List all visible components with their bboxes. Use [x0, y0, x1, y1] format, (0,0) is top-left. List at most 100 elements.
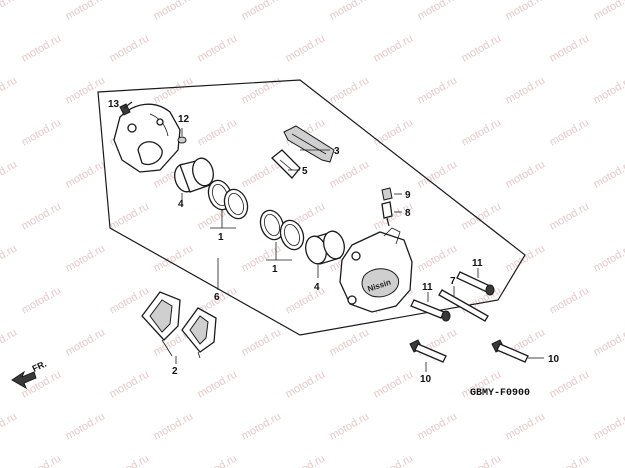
- callout-6: 6: [214, 292, 220, 303]
- watermark-text: motod.ru: [548, 368, 592, 400]
- watermark-text: motod.ru: [504, 74, 548, 106]
- brake-pads-2: [141, 291, 217, 359]
- watermark-text: motod.ru: [592, 410, 625, 442]
- piston-seals-1-upper: [207, 179, 249, 220]
- watermark-text: motod.ru: [328, 410, 372, 442]
- watermark-text: motod.ru: [240, 0, 284, 23]
- watermark-text: motod.ru: [20, 452, 64, 468]
- watermark-text: motod.ru: [416, 410, 460, 442]
- watermark-text: motod.ru: [592, 242, 625, 274]
- watermark-text: motod.ru: [152, 0, 196, 23]
- watermark-text: motod.ru: [0, 158, 19, 190]
- watermark-text: motod.ru: [460, 200, 504, 232]
- watermark-text: motod.ru: [0, 242, 19, 274]
- mounting-bolt-10-right: [491, 339, 529, 363]
- bleeder-valve-8: [381, 201, 393, 227]
- callout-9: 9: [405, 190, 411, 201]
- watermark-text: motod.ru: [460, 32, 504, 64]
- watermark-text: motod.ru: [20, 368, 64, 400]
- callout-10-left: 10: [420, 374, 432, 385]
- mounting-bolt-10-left: [409, 339, 447, 363]
- leader-lines: [175, 149, 544, 372]
- watermark-text: motod.ru: [240, 410, 284, 442]
- callout-8: 8: [405, 208, 411, 219]
- watermark-text: motod.ru: [64, 0, 108, 23]
- watermark-text: motod.ru: [328, 326, 372, 358]
- watermark-text: motod.ru: [64, 74, 108, 106]
- watermark-text: motod.ru: [20, 32, 64, 64]
- watermark-text: motod.ru: [328, 0, 372, 23]
- watermark-text: motod.ru: [548, 200, 592, 232]
- diagram-code: GBMY-F0900: [470, 388, 530, 399]
- callout-labels: 13 12 3 5 4 1 9 8 6 1 4 11 11 7 2 10 10: [108, 99, 560, 385]
- pin-bolt-11-upper: [456, 271, 495, 296]
- watermark-text: motod.ru: [64, 242, 108, 274]
- watermark-text: motod.ru: [504, 158, 548, 190]
- watermark-text: motod.ru: [0, 326, 19, 358]
- nut-12: [177, 128, 187, 144]
- callout-1-lower: 1: [272, 264, 278, 275]
- watermark-text: motod.ru: [592, 158, 625, 190]
- watermark-text: motod.ru: [284, 368, 328, 400]
- watermark-text: motod.ru: [64, 326, 108, 358]
- caliper-bracket: [113, 103, 181, 173]
- bolt-13: [119, 101, 133, 116]
- watermark-text: motod.ru: [20, 116, 64, 148]
- slide-pin-7: [438, 289, 489, 322]
- watermark-text: motod.ru: [152, 242, 196, 274]
- watermark-text: motod.ru: [328, 74, 372, 106]
- watermark-text: motod.ru: [108, 452, 152, 468]
- watermark-text: motod.ru: [64, 158, 108, 190]
- watermark-text: motod.ru: [108, 200, 152, 232]
- callout-11-upper: 11: [472, 258, 483, 269]
- watermark-text: motod.ru: [196, 116, 240, 148]
- watermark-text: motod.ru: [592, 326, 625, 358]
- watermark-text: motod.ru: [416, 242, 460, 274]
- watermark-text: motod.ru: [108, 368, 152, 400]
- watermark-text: motod.ru: [548, 116, 592, 148]
- piston-seals-1-lower: [259, 209, 305, 251]
- callout-2: 2: [172, 366, 178, 377]
- watermark-text: motod.ru: [64, 410, 108, 442]
- watermark-text: motod.ru: [240, 326, 284, 358]
- piston-4-right: [305, 230, 345, 265]
- watermark-text: motod.ru: [284, 284, 328, 316]
- watermark-text: motod.ru: [416, 74, 460, 106]
- callout-13: 13: [108, 99, 120, 110]
- watermark-text: motod.ru: [240, 74, 284, 106]
- watermark-text: motod.ru: [372, 368, 416, 400]
- callout-11-lower: 11: [422, 282, 433, 293]
- watermark-text: motod.ru: [196, 368, 240, 400]
- watermark-text: motod.ru: [20, 200, 64, 232]
- pad-spring-3: [283, 125, 335, 163]
- watermark-text: motod.ru: [20, 284, 64, 316]
- callout-5: 5: [302, 166, 308, 177]
- watermark-text: motod.ru: [0, 410, 19, 442]
- watermark-text: motod.ru: [460, 116, 504, 148]
- watermark-text: motod.ru: [372, 452, 416, 468]
- watermark-text: motod.ru: [152, 74, 196, 106]
- watermark-text: motod.ru: [108, 32, 152, 64]
- watermark-text: motod.ru: [372, 32, 416, 64]
- watermark-text: motod.ru: [504, 0, 548, 23]
- watermark-text: motod.ru: [0, 0, 19, 23]
- callout-4-right: 4: [314, 282, 320, 293]
- callout-10-right: 10: [548, 354, 560, 365]
- watermark-text: motod.ru: [372, 116, 416, 148]
- watermark-text: motod.ru: [548, 452, 592, 468]
- caliper-body: [339, 227, 413, 313]
- watermark-text: motod.ru: [196, 32, 240, 64]
- watermark-text: motod.ru: [152, 410, 196, 442]
- direction-label: FR.: [31, 359, 48, 374]
- watermark-text: motod.ru: [548, 284, 592, 316]
- watermark-text: motod.ru: [0, 74, 19, 106]
- watermark-text: motod.ru: [504, 242, 548, 274]
- watermark-text: motod.ru: [328, 158, 372, 190]
- callout-12: 12: [178, 114, 190, 125]
- callout-1-upper: 1: [218, 232, 224, 243]
- watermark-text: motod.ru: [504, 410, 548, 442]
- bleeder-cap-9: [381, 187, 393, 201]
